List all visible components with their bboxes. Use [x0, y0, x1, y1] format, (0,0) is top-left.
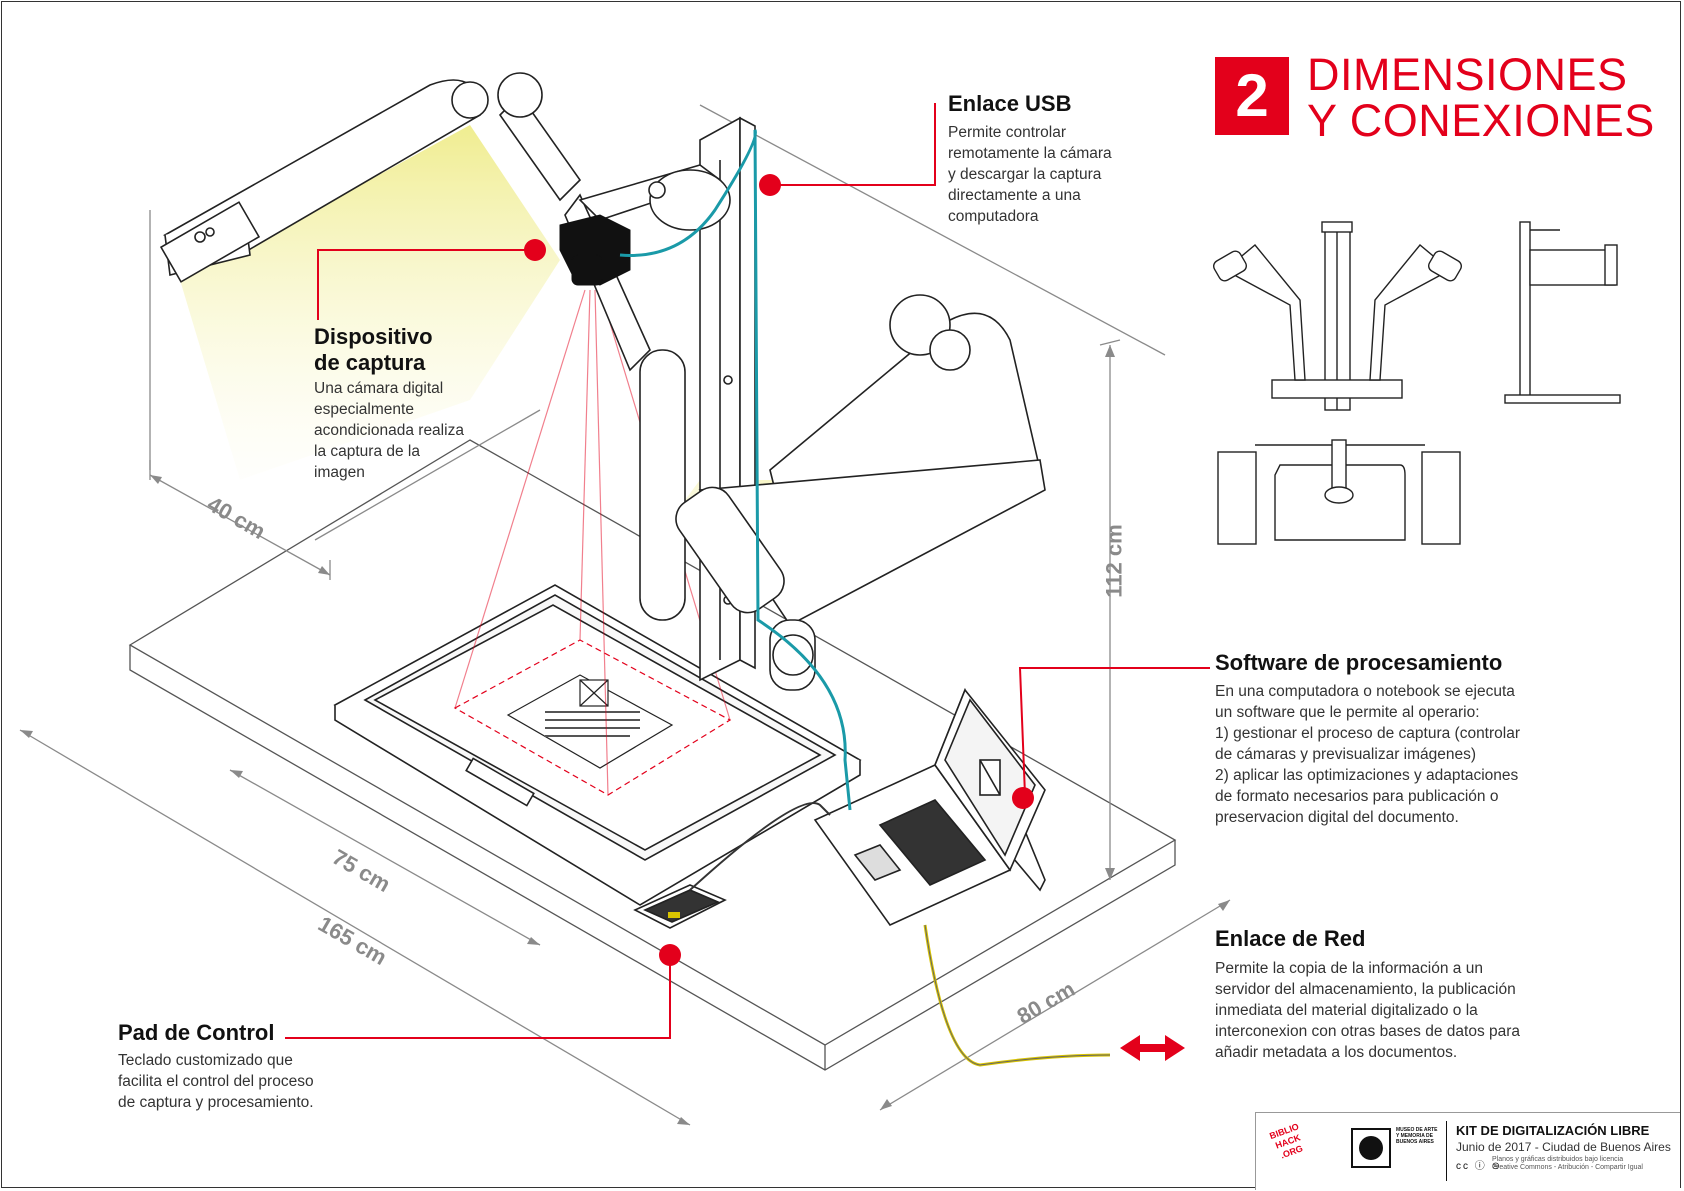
capture-description: Una cámara digital especialmente acondic…: [314, 380, 464, 481]
top-view: [1217, 439, 1461, 545]
page-title: DIMENSIONES Y CONEXIONES: [1307, 52, 1655, 144]
software-description: En una computadora o notebook se ejecuta…: [1215, 683, 1520, 826]
laptop: [813, 687, 1046, 927]
capture-heading: Dispositivo de captura: [314, 324, 433, 375]
front-view: [1213, 221, 1462, 411]
section-number: 2: [1215, 57, 1289, 135]
document: [506, 674, 674, 769]
bibliohack-logo: BIBLIO HACK .ORG: [1268, 1121, 1305, 1161]
camera: [559, 214, 631, 286]
network-description: Permite la copia de la información a un …: [1215, 960, 1521, 1061]
pad-description: Teclado customizado que facilita el cont…: [118, 1052, 314, 1111]
kit-title: KIT DE DIGITALIZACIÓN LIBRE: [1456, 1123, 1650, 1138]
left-light-cone: [180, 125, 560, 480]
usb-cable: [619, 129, 852, 811]
dimension-arrows: [20, 345, 1230, 1125]
title-line-1: DIMENSIONES: [1307, 49, 1628, 100]
footer-credits: BIBLIO HACK .ORG MUSEO DE ARTE Y MEMORIA…: [1255, 1112, 1680, 1190]
museum-logo: [1351, 1128, 1391, 1168]
pad-heading: Pad de Control: [118, 1020, 275, 1045]
camera-mount: [578, 164, 731, 231]
kit-date: Junio de 2017 - Ciudad de Buenos Aires: [1456, 1140, 1671, 1154]
title-line-2: Y CONEXIONES: [1307, 95, 1655, 146]
software-heading: Software de procesamiento: [1215, 650, 1503, 675]
callout-dots: [524, 174, 1034, 966]
creative-commons-icon: cc ⓘ ⊜: [1456, 1161, 1502, 1172]
usb-description: Permite controlar remotamente la cámara …: [948, 124, 1112, 225]
pad-cable: [689, 802, 831, 891]
callout-leaders: [285, 103, 1210, 1039]
network-arrows: [1120, 1035, 1185, 1061]
dimension-112cm: 112 cm: [1101, 524, 1127, 598]
left-arm: [159, 72, 686, 621]
footer-divider: [1446, 1121, 1447, 1181]
side-view: [1504, 221, 1621, 404]
usb-heading: Enlace USB: [948, 91, 1072, 116]
control-pad: [633, 884, 727, 929]
network-heading: Enlace de Red: [1215, 926, 1366, 951]
museum-logo-text: MUSEO DE ARTE Y MEMORIA DE BUENOS AIRES: [1396, 1127, 1438, 1145]
dimension-lines: [19, 104, 1231, 1126]
license-text: Planos y gráficas distribuidos bajo lice…: [1492, 1156, 1643, 1171]
